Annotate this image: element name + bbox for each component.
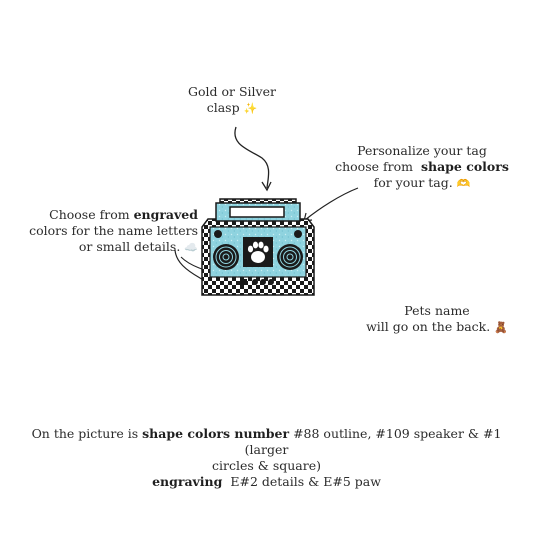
paw-icon <box>247 241 269 263</box>
cloud-icon: ☁️ <box>184 241 198 254</box>
bottom-button-3 <box>260 279 266 285</box>
engraved-note-line2: colors for the name letters <box>29 223 198 238</box>
handle-slot <box>229 206 285 218</box>
bottom-note: On the picture is shape colors number #8… <box>20 426 513 490</box>
personalize-note: Personalize your tag choose from shape c… <box>322 143 522 192</box>
engraved-note-line3: or small details. <box>78 239 181 254</box>
pets-note-line1: Pets name <box>404 303 470 318</box>
bottom-button-1 <box>240 279 247 285</box>
pets-note: Pets name will go on the back. 🧸 <box>362 303 512 336</box>
bottom-note-pre: On the picture is <box>31 426 139 441</box>
clasp-arrow <box>234 126 270 189</box>
bottom-note-line2: circles & square) <box>211 458 322 473</box>
personalize-arrow <box>304 187 359 221</box>
knob-right <box>294 230 302 238</box>
engraved-note-line1: Choose from <box>49 207 130 222</box>
personalize-note-line3: for your tag. <box>373 175 453 190</box>
shape-colors-number-emphasis: shape colors number <box>142 426 290 441</box>
sparkles-icon: ✨ <box>243 102 258 115</box>
knob-left <box>214 230 222 238</box>
clasp-note-line2: clasp <box>206 100 240 115</box>
clasp-note: Gold or Silver clasp ✨ <box>172 84 292 117</box>
engraved-emphasis: engraved <box>133 207 198 222</box>
engraving-emphasis: engraving <box>152 474 223 489</box>
shape-colors-emphasis: shape colors <box>420 159 509 174</box>
speaker-right <box>277 244 303 270</box>
engraved-note: Choose from engraved colors for the name… <box>18 207 198 256</box>
bottom-note-engraving: E#2 details & E#5 paw <box>230 474 381 489</box>
bottom-note-colors: #88 outline, #109 speaker & #1 (larger <box>244 426 502 457</box>
bottom-button-2 <box>252 279 258 285</box>
personalize-note-line1: Personalize your tag <box>357 143 487 158</box>
pets-note-line2: will go on the back. <box>366 319 491 334</box>
bottom-button-4 <box>268 279 274 285</box>
speaker-left <box>213 244 239 270</box>
teddy-bear-icon: 🧸 <box>494 321 508 334</box>
clasp-note-line1: Gold or Silver <box>188 84 276 99</box>
clasp-arrowhead <box>261 181 272 192</box>
hands-heart-icon: 🫶 <box>456 177 471 190</box>
personalize-note-line2: choose from <box>335 159 413 174</box>
boombox-tag <box>201 198 315 296</box>
